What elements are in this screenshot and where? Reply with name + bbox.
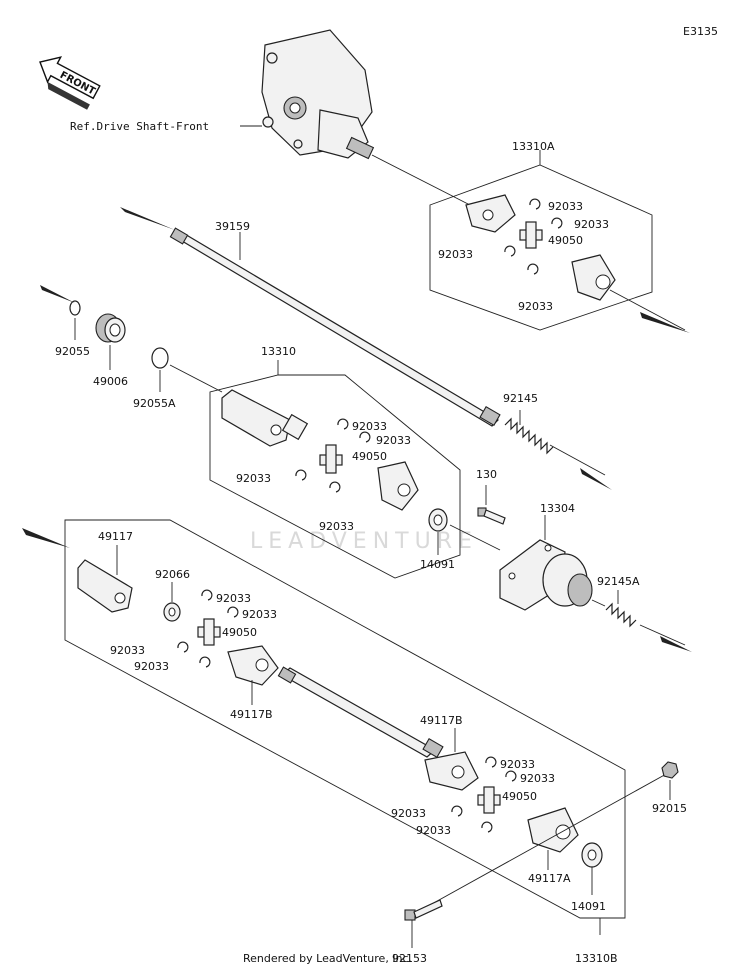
cross-joint-13310A (519, 221, 543, 249)
part-label-92055: 92055 (55, 345, 90, 358)
part-label-49050: 49050 (548, 234, 583, 247)
footer-credit: Rendered by LeadVenture, Inc. (243, 952, 412, 965)
spring-92145 (504, 417, 554, 455)
diagram-code: E3135 (683, 25, 718, 38)
part-label-14091: 14091 (571, 900, 606, 913)
part-label-92145: 92145 (503, 392, 538, 405)
part-label-92033: 92033 (216, 592, 251, 605)
cross-joint-lower-right (477, 786, 501, 814)
yoke-49117B-left (227, 645, 279, 686)
part-label-92033: 92033 (352, 420, 387, 433)
reference-label: Ref.Drive Shaft-Front (70, 120, 209, 133)
part-label-49006: 49006 (93, 375, 128, 388)
part-label-92033: 92033 (520, 772, 555, 785)
part-label-92033: 92033 (242, 608, 277, 621)
shaft-39159 (169, 227, 501, 427)
yoke-49117B-right (424, 751, 479, 791)
cross-joint-lower-left (197, 618, 221, 646)
part-label-49117B: 49117B (420, 714, 463, 727)
group-outline-13310 (209, 374, 461, 579)
yoke-49117A (527, 807, 579, 853)
part-label-92033: 92033 (134, 660, 169, 673)
part-label-92033: 92033 (319, 520, 354, 533)
part-label-92033: 92033 (548, 200, 583, 213)
part-label-49117B: 49117B (230, 708, 273, 721)
oil-seal-49006 (95, 313, 126, 343)
part-label-92033: 92033 (518, 300, 553, 313)
part-label-92033: 92033 (438, 248, 473, 261)
front-arrow-icon: FRONT (39, 56, 101, 110)
part-label-92153: 92153 (392, 952, 427, 965)
cross-joint-13310 (319, 444, 343, 474)
shaft-lower-propeller (277, 666, 444, 758)
part-label-92033: 92033 (500, 758, 535, 771)
bearing-housing-13304 (499, 539, 593, 611)
part-label-92015: 92015 (652, 802, 687, 815)
watermark: LEADVENTURE (250, 529, 478, 554)
part-label-13304: 13304 (540, 502, 575, 515)
o-ring-92055A (151, 347, 169, 369)
part-label-92033: 92033 (236, 472, 271, 485)
part-label-14091: 14091 (420, 558, 455, 571)
part-label-92033: 92033 (376, 434, 411, 447)
part-label-49117: 49117 (98, 530, 133, 543)
part-label-13310A: 13310A (512, 140, 555, 153)
bolt-92153 (404, 899, 443, 921)
o-ring-92055 (69, 300, 81, 316)
yoke-49117 (77, 559, 133, 613)
yoke-13310A-lower (571, 254, 616, 301)
part-label-92055A: 92055A (133, 397, 176, 410)
yoke-13310A-upper (465, 194, 516, 233)
part-label-92145A: 92145A (597, 575, 640, 588)
part-label-49050: 49050 (222, 626, 257, 639)
part-label-49050: 49050 (352, 450, 387, 463)
bolt-130 (477, 507, 506, 525)
gear-case-front (261, 29, 375, 160)
part-label-92033: 92033 (391, 807, 426, 820)
yoke-13310-long (221, 389, 309, 447)
part-label-49050: 49050 (502, 790, 537, 803)
yoke-13310-short (377, 461, 419, 511)
part-label-39159: 39159 (215, 220, 250, 233)
part-label-130: 130 (476, 468, 497, 481)
part-label-49117A: 49117A (528, 872, 571, 885)
group-outline-13310B (64, 519, 626, 919)
part-label-13310: 13310 (261, 345, 296, 358)
part-label-13310B: 13310B (575, 952, 618, 965)
nut-92015 (661, 761, 679, 779)
spring-92145A (605, 602, 637, 628)
part-label-92033: 92033 (416, 824, 451, 837)
part-label-92066: 92066 (155, 568, 190, 581)
part-label-92033: 92033 (574, 218, 609, 231)
part-label-92033: 92033 (110, 644, 145, 657)
